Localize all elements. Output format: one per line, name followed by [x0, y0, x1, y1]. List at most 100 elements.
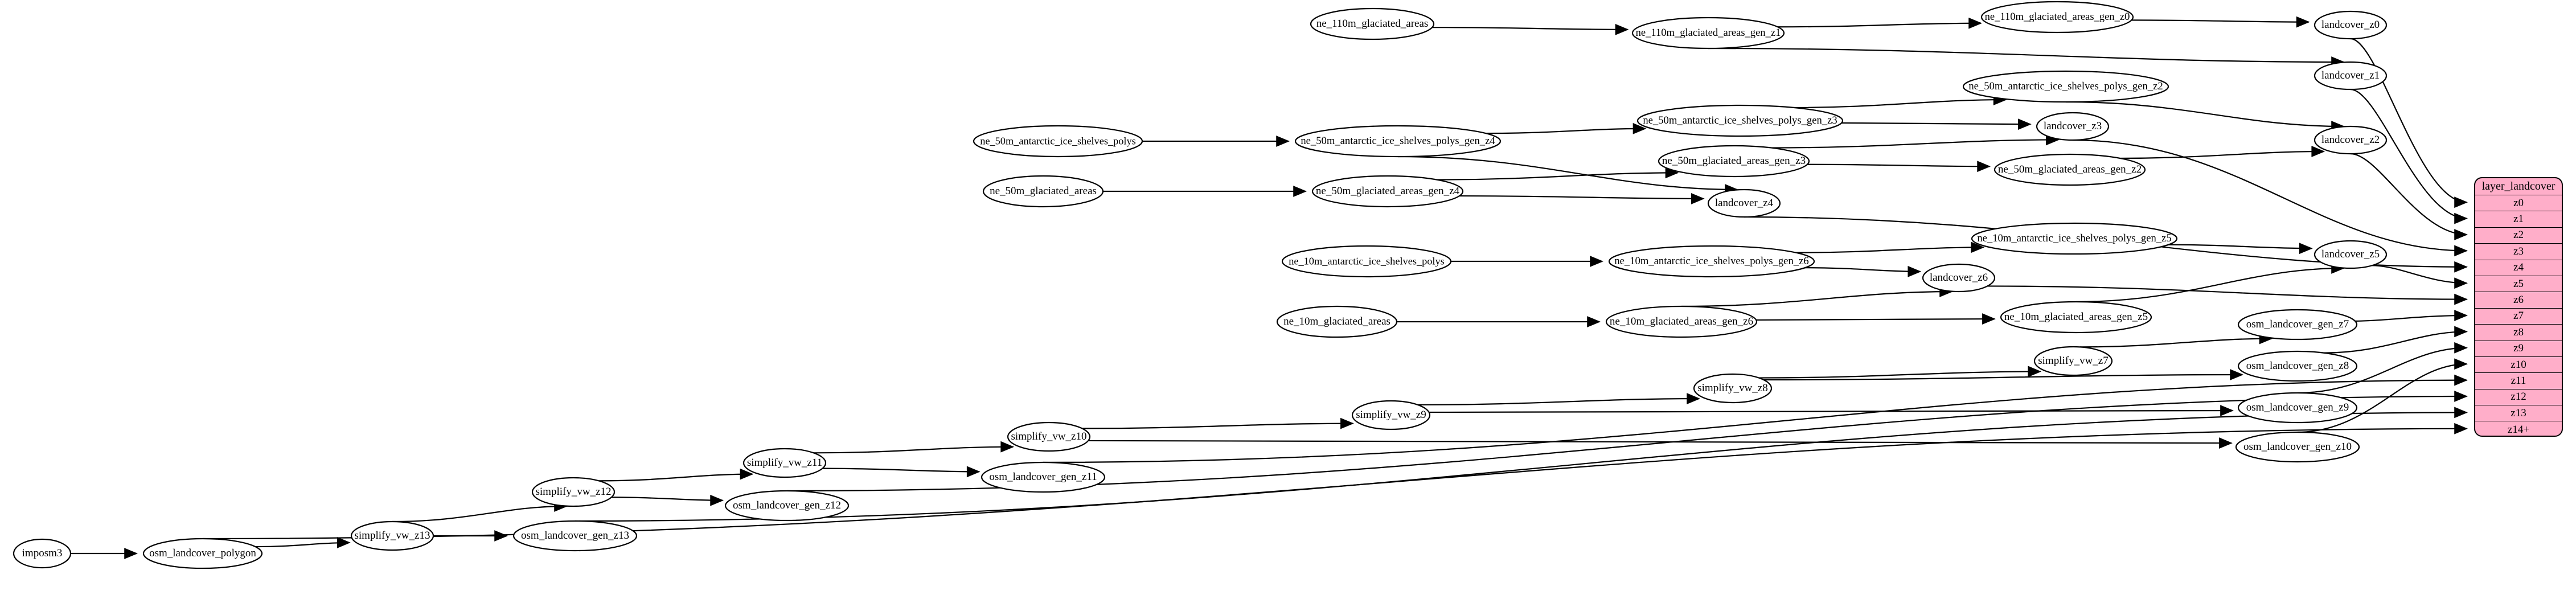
node-imposm3[interactable]: [13, 538, 72, 569]
edge-landcover_z1-to-layer_landcover-z1: [2350, 88, 2468, 224]
edge-landcover_z2-to-layer_landcover-z2: [2350, 153, 2468, 240]
record-row-z11[interactable]: z11: [2475, 373, 2562, 389]
edge-ne_50m_glaciated_areas_gen_z4-to-ne_50m_glaciated_areas_gen_z3: [1437, 167, 1679, 181]
record-row-z4[interactable]: z4: [2475, 260, 2562, 276]
node-simplify_vw_z9[interactable]: [1351, 400, 1431, 430]
node-ne_50m_antarctic_ice_shelves_polys[interactable]: [973, 125, 1143, 158]
record-row-z14plus[interactable]: z14+: [2507, 423, 2530, 436]
edge-ne_110m_glaciated_areas_gen_z0-to-landcover_z0: [2131, 16, 2310, 28]
record-row-z6[interactable]: z6: [2475, 292, 2562, 309]
node-ne_50m_antarctic_ice_shelves_polys_gen_z4[interactable]: [1294, 125, 1502, 158]
node-simplify_vw_z13[interactable]: [350, 520, 434, 551]
node-landcover_z3[interactable]: [2036, 112, 2110, 141]
node-ne_50m_antarctic_ice_shelves_polys_gen_z2[interactable]: [1962, 70, 2169, 103]
node-landcover_z6[interactable]: [1922, 263, 1996, 293]
edge-landcover_z3-to-layer_landcover-z3: [2072, 139, 2468, 257]
edge-simplify_vw_z8-to-osm_landcover_gen_z8: [1763, 369, 2244, 381]
node-osm_landcover_gen_z13[interactable]: [512, 520, 638, 552]
record-row-z2[interactable]: z2: [2475, 228, 2562, 244]
edge-ne_50m_antarctic_ice_shelves_polys_gen_z4-to-ne_50m_antarctic_ice_shelves_polys_gen_z3: [1486, 122, 1647, 134]
edge-simplify_vw_z11-to-simplify_vw_z10: [813, 441, 1015, 454]
edge-simplify_vw_z8-to-simplify_vw_z7: [1758, 366, 2042, 379]
edge-landcover_z0-to-layer_landcover-z0: [2350, 38, 2468, 208]
node-simplify_vw_z8[interactable]: [1693, 373, 1773, 404]
edge-osm_landcover_polygon-to-simplify_vw_z13: [255, 537, 351, 548]
record-row-z8[interactable]: z8: [2475, 325, 2562, 341]
edge-ne_10m_antarctic_ice_shelves_polys_gen_z6-to-ne_10m_antarctic_ice_shelves_polys_gen_z5: [1795, 241, 1985, 253]
edge-simplify_vw_z10-to-osm_landcover_gen_z10: [1088, 437, 2233, 449]
node-ne_50m_antarctic_ice_shelves_polys_gen_z3[interactable]: [1636, 104, 1844, 137]
edge-osm_landcover_gen_z8-to-layer_landcover-z8: [2324, 326, 2468, 354]
node-simplify_vw_z12[interactable]: [531, 477, 616, 507]
edge-ne_50m_antarctic_ice_shelves_polys_gen_z3-to-ne_50m_antarctic_ice_shelves_polys_gen_z2: [1793, 94, 2007, 109]
edge-ne_10m_antarctic_ice_shelves_polys_gen_z6-to-landcover_z6: [1804, 265, 1922, 277]
node-ne_50m_glaciated_areas_gen_z2[interactable]: [1993, 153, 2146, 186]
edge-ne_10m_glaciated_areas_gen_z6-to-ne_10m_glaciated_areas_gen_z5: [1756, 313, 1996, 325]
edge-ne_50m_glaciated_areas_gen_z4-to-landcover_z4: [1459, 193, 1705, 204]
record-header: layer_landcover: [2475, 178, 2562, 195]
node-osm_landcover_gen_z12[interactable]: [724, 490, 850, 522]
edge-simplify_vw_z12-to-simplify_vw_z11: [598, 468, 754, 482]
node-landcover_z1[interactable]: [2314, 61, 2388, 91]
record-row-z1[interactable]: z1: [2475, 211, 2562, 228]
record-row-z0[interactable]: z0: [2475, 195, 2562, 212]
edge-ne_10m_antarctic_ice_shelves_polys_gen_z5-to-landcover_z5: [2168, 243, 2313, 255]
edge-osm_landcover_gen_z9-to-layer_landcover-z9: [2297, 342, 2468, 394]
edge-landcover_z5-to-layer_landcover-z5: [2372, 265, 2468, 289]
node-landcover_z2[interactable]: [2314, 125, 2388, 155]
edge-ne_10m_glaciated_areas_gen_z5-to-landcover_z5: [2075, 263, 2345, 303]
edge-ne_110m_glaciated_areas-to-ne_110m_glaciated_areas_gen_z1: [1432, 23, 1629, 35]
node-ne_10m_glaciated_areas[interactable]: [1276, 305, 1398, 338]
edge-osm_landcover_gen_z11-to-layer_landcover-z11: [1043, 374, 2468, 464]
node-simplify_vw_z10[interactable]: [1007, 421, 1091, 452]
edge-osm_landcover_gen_z13-to-layer_landcover-z13: [575, 407, 2468, 522]
edge-simplify_vw_z13-to-simplify_vw_z12: [392, 501, 568, 523]
edge-simplify_vw_z11-to-osm_landcover_gen_z11: [822, 466, 981, 478]
node-ne_110m_glaciated_areas[interactable]: [1310, 7, 1435, 40]
record-row-z5[interactable]: z5: [2475, 276, 2562, 293]
edge-simplify_vw_z12-to-osm_landcover_gen_z12: [611, 494, 724, 506]
node-osm_landcover_gen_z10[interactable]: [2235, 431, 2360, 463]
node-ne_50m_glaciated_areas[interactable]: [982, 175, 1104, 208]
edge-ne_50m_antarctic_ice_shelves_polys_gen_z3-to-landcover_z3: [1841, 118, 2032, 130]
record-row-z7[interactable]: z7: [2475, 309, 2562, 325]
record-row-z9[interactable]: z9: [2475, 341, 2562, 357]
edge-ne_110m_glaciated_areas_gen_z1-to-ne_110m_glaciated_areas_gen_z0: [1777, 17, 1983, 29]
node-ne_10m_glaciated_areas_gen_z5[interactable]: [2000, 301, 2152, 334]
node-ne_10m_glaciated_areas_gen_z6[interactable]: [1605, 305, 1758, 338]
edge-ne_50m_glaciated_areas_gen_z2-to-landcover_z2: [2120, 146, 2325, 159]
node-osm_landcover_polygon[interactable]: [142, 538, 263, 569]
node-osm_landcover_gen_z8[interactable]: [2237, 350, 2358, 382]
record-row-z12[interactable]: z12: [2475, 389, 2562, 406]
node-ne_110m_glaciated_areas_gen_z1[interactable]: [1631, 17, 1785, 50]
node-landcover_z5[interactable]: [2314, 240, 2388, 269]
record-row-z13[interactable]: z13: [2475, 405, 2562, 422]
edge-landcover_z6-to-layer_landcover-z6: [1987, 285, 2468, 305]
node-osm_landcover_gen_z7[interactable]: [2237, 309, 2358, 341]
edge-simplify_vw_z9-to-simplify_vw_z8: [1417, 393, 1701, 406]
node-ne_50m_glaciated_areas_gen_z3[interactable]: [1658, 145, 1810, 178]
edge-simplify_vw_z10-to-simplify_vw_z9: [1082, 417, 1354, 429]
node-ne_10m_antarctic_ice_shelves_polys_gen_z6[interactable]: [1608, 245, 1815, 278]
edge-ne_50m_antarctic_ice_shelves_polys_gen_z2-to-landcover_z2: [2065, 101, 2345, 132]
node-landcover_z4[interactable]: [1707, 188, 1781, 218]
record-row-z3[interactable]: z3: [2475, 244, 2562, 260]
edge-ne_10m_glaciated_areas_gen_z6-to-landcover_z6: [1681, 286, 1953, 307]
node-simplify_vw_z7[interactable]: [2033, 346, 2113, 376]
node-landcover_z0[interactable]: [2314, 10, 2388, 40]
edges-layer: [71, 16, 2468, 559]
nodes-layer: [13, 1, 2388, 569]
record-row-z10[interactable]: z10: [2475, 357, 2562, 374]
node-simplify_vw_z11[interactable]: [743, 448, 827, 478]
edge-ne_50m_glaciated_areas_gen_z3-to-landcover_z3: [1771, 134, 2060, 149]
node-ne_50m_glaciated_areas_gen_z4[interactable]: [1311, 175, 1464, 208]
node-ne_110m_glaciated_areas_gen_z0[interactable]: [1980, 1, 2134, 34]
node-osm_landcover_gen_z9[interactable]: [2237, 392, 2358, 424]
node-osm_landcover_gen_z11[interactable]: [981, 461, 1106, 493]
edge-ne_50m_glaciated_areas_gen_z3-to-ne_50m_glaciated_areas_gen_z2: [1807, 161, 1991, 173]
node-ne_10m_antarctic_ice_shelves_polys_gen_z5[interactable]: [1971, 222, 2178, 255]
node-ne_10m_antarctic_ice_shelves_polys[interactable]: [1281, 245, 1452, 278]
edge-ne_110m_glaciated_areas_gen_z1-to-landcover_z1: [1708, 47, 2345, 68]
